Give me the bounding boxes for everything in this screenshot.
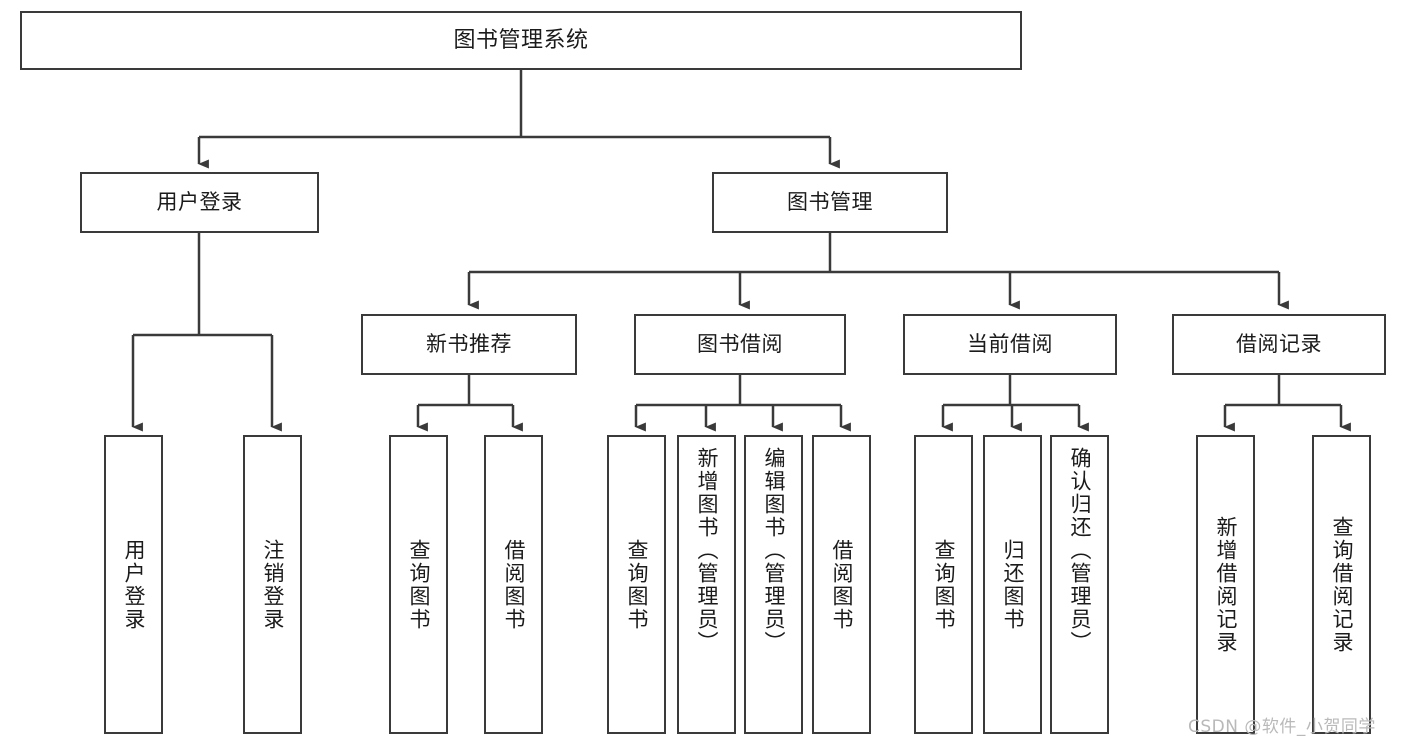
node-label: 借阅图书 (502, 538, 527, 631)
node-new-book-recommend[interactable]: 新书推荐 (361, 314, 577, 375)
node-label: 新书推荐 (426, 332, 512, 357)
node-borrow-record[interactable]: 借阅记录 (1172, 314, 1386, 375)
leaf-user-login-login[interactable]: 用户登录 (104, 435, 163, 734)
node-label: 用户登录 (122, 538, 147, 631)
node-current-borrow[interactable]: 当前借阅 (903, 314, 1117, 375)
node-label: 新增图书（管理员） (695, 447, 720, 654)
node-user-login[interactable]: 用户登录 (80, 172, 319, 233)
node-label: 编辑图书（管理员） (762, 447, 787, 654)
leaf-book-borrow-borrow-book[interactable]: 借阅图书 (812, 435, 871, 734)
node-label: 当前借阅 (967, 332, 1053, 357)
leaf-current-borrow-confirm-return-admin[interactable]: 确认归还（管理员） (1050, 435, 1109, 734)
node-label: 图书管理系统 (453, 27, 589, 53)
node-book-management[interactable]: 图书管理 (712, 172, 948, 233)
leaf-borrow-record-query-record[interactable]: 查询借阅记录 (1312, 435, 1371, 734)
leaf-borrow-record-add-record[interactable]: 新增借阅记录 (1196, 435, 1255, 734)
leaf-book-borrow-edit-book-admin[interactable]: 编辑图书（管理员） (744, 435, 803, 734)
node-label: 查询图书 (932, 538, 957, 631)
node-label: 确认归还（管理员） (1068, 447, 1093, 654)
node-label: 注销登录 (261, 538, 286, 631)
node-book-borrow[interactable]: 图书借阅 (634, 314, 846, 375)
node-label: 借阅图书 (830, 538, 855, 631)
csdn-watermark: CSDN @软件_小贺同学 (1188, 717, 1376, 737)
leaf-new-book-query-book[interactable]: 查询图书 (389, 435, 448, 734)
node-label: 查询图书 (407, 538, 432, 631)
node-label: 借阅记录 (1236, 332, 1322, 357)
node-label: 归还图书 (1001, 538, 1026, 631)
leaf-book-borrow-add-book-admin[interactable]: 新增图书（管理员） (677, 435, 736, 734)
leaf-new-book-borrow-book[interactable]: 借阅图书 (484, 435, 543, 734)
leaf-user-login-logout[interactable]: 注销登录 (243, 435, 302, 734)
node-label: 查询图书 (625, 538, 650, 631)
leaf-current-borrow-return-book[interactable]: 归还图书 (983, 435, 1042, 734)
node-label: 图书借阅 (697, 332, 783, 357)
leaf-book-borrow-query-book[interactable]: 查询图书 (607, 435, 666, 734)
node-root-book-management-system[interactable]: 图书管理系统 (20, 11, 1022, 70)
leaf-current-borrow-query-book[interactable]: 查询图书 (914, 435, 973, 734)
node-label: 新增借阅记录 (1214, 515, 1239, 654)
node-label: 用户登录 (156, 190, 243, 215)
node-label: 图书管理 (787, 190, 873, 215)
node-label: 查询借阅记录 (1330, 515, 1355, 654)
